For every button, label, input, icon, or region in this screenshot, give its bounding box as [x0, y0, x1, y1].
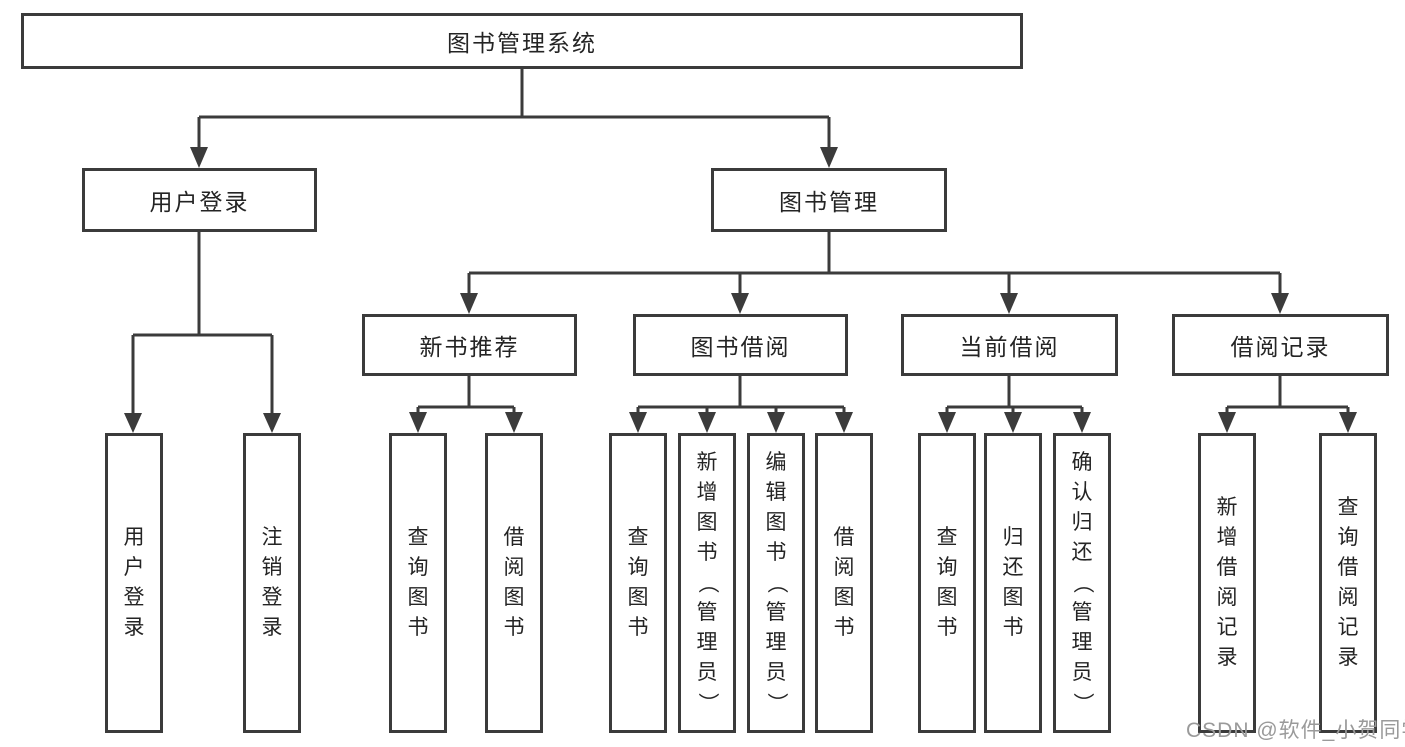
leaf-borrow-edit-books-admin: 编辑图书（管理员） — [747, 433, 805, 733]
node-new-book-recommend: 新书推荐 — [362, 314, 577, 376]
node-borrow-records: 借阅记录 — [1172, 314, 1389, 376]
leaf-current-return-books: 归还图书 — [984, 433, 1042, 733]
leaf-logout-label: 注销登录 — [261, 526, 283, 639]
leaf-current-query-books-label: 查询图书 — [936, 526, 958, 639]
node-book-management: 图书管理 — [711, 168, 947, 232]
node-user-login: 用户登录 — [82, 168, 317, 232]
node-book-management-label: 图书管理 — [779, 189, 879, 215]
leaf-user-login: 用户登录 — [105, 433, 163, 733]
leaf-recommend-query-books: 查询图书 — [389, 433, 447, 733]
leaf-borrow-borrow-books-label: 借阅图书 — [833, 526, 855, 639]
leaf-borrow-add-books-admin: 新增图书（管理员） — [678, 433, 736, 733]
node-current-borrow: 当前借阅 — [901, 314, 1118, 376]
node-borrow-records-label: 借阅记录 — [1230, 334, 1331, 360]
leaf-current-confirm-return-admin-label: 确认归还（管理员） — [1071, 451, 1094, 714]
leaf-borrow-borrow-books: 借阅图书 — [815, 433, 873, 733]
leaf-records-query-record: 查询借阅记录 — [1319, 433, 1377, 733]
leaf-borrow-edit-books-admin-label: 编辑图书（管理员） — [765, 451, 788, 714]
leaf-borrow-query-books-label: 查询图书 — [627, 526, 649, 639]
leaf-logout: 注销登录 — [243, 433, 301, 733]
leaf-current-return-books-label: 归还图书 — [1002, 526, 1024, 639]
leaf-records-add-record: 新增借阅记录 — [1198, 433, 1256, 733]
node-book-borrow: 图书借阅 — [633, 314, 848, 376]
leaf-recommend-borrow-books: 借阅图书 — [485, 433, 543, 733]
leaf-recommend-query-books-label: 查询图书 — [407, 526, 429, 639]
node-root-label: 图书管理系统 — [447, 30, 597, 56]
leaf-user-login-label: 用户登录 — [123, 526, 145, 639]
leaf-borrow-query-books: 查询图书 — [609, 433, 667, 733]
node-root: 图书管理系统 — [21, 13, 1023, 69]
node-current-borrow-label: 当前借阅 — [959, 334, 1060, 360]
leaf-records-add-record-label: 新增借阅记录 — [1216, 496, 1238, 669]
leaf-current-query-books: 查询图书 — [918, 433, 976, 733]
csdn-watermark: CSDN @软件_小贺同学 — [1186, 719, 1405, 742]
node-user-login-label: 用户登录 — [149, 189, 250, 215]
leaf-records-query-record-label: 查询借阅记录 — [1337, 496, 1359, 669]
leaf-borrow-add-books-admin-label: 新增图书（管理员） — [696, 451, 719, 714]
leaf-current-confirm-return-admin: 确认归还（管理员） — [1053, 433, 1111, 733]
node-new-book-recommend-label: 新书推荐 — [419, 334, 520, 360]
node-book-borrow-label: 图书借阅 — [690, 334, 791, 360]
leaf-recommend-borrow-books-label: 借阅图书 — [503, 526, 525, 639]
